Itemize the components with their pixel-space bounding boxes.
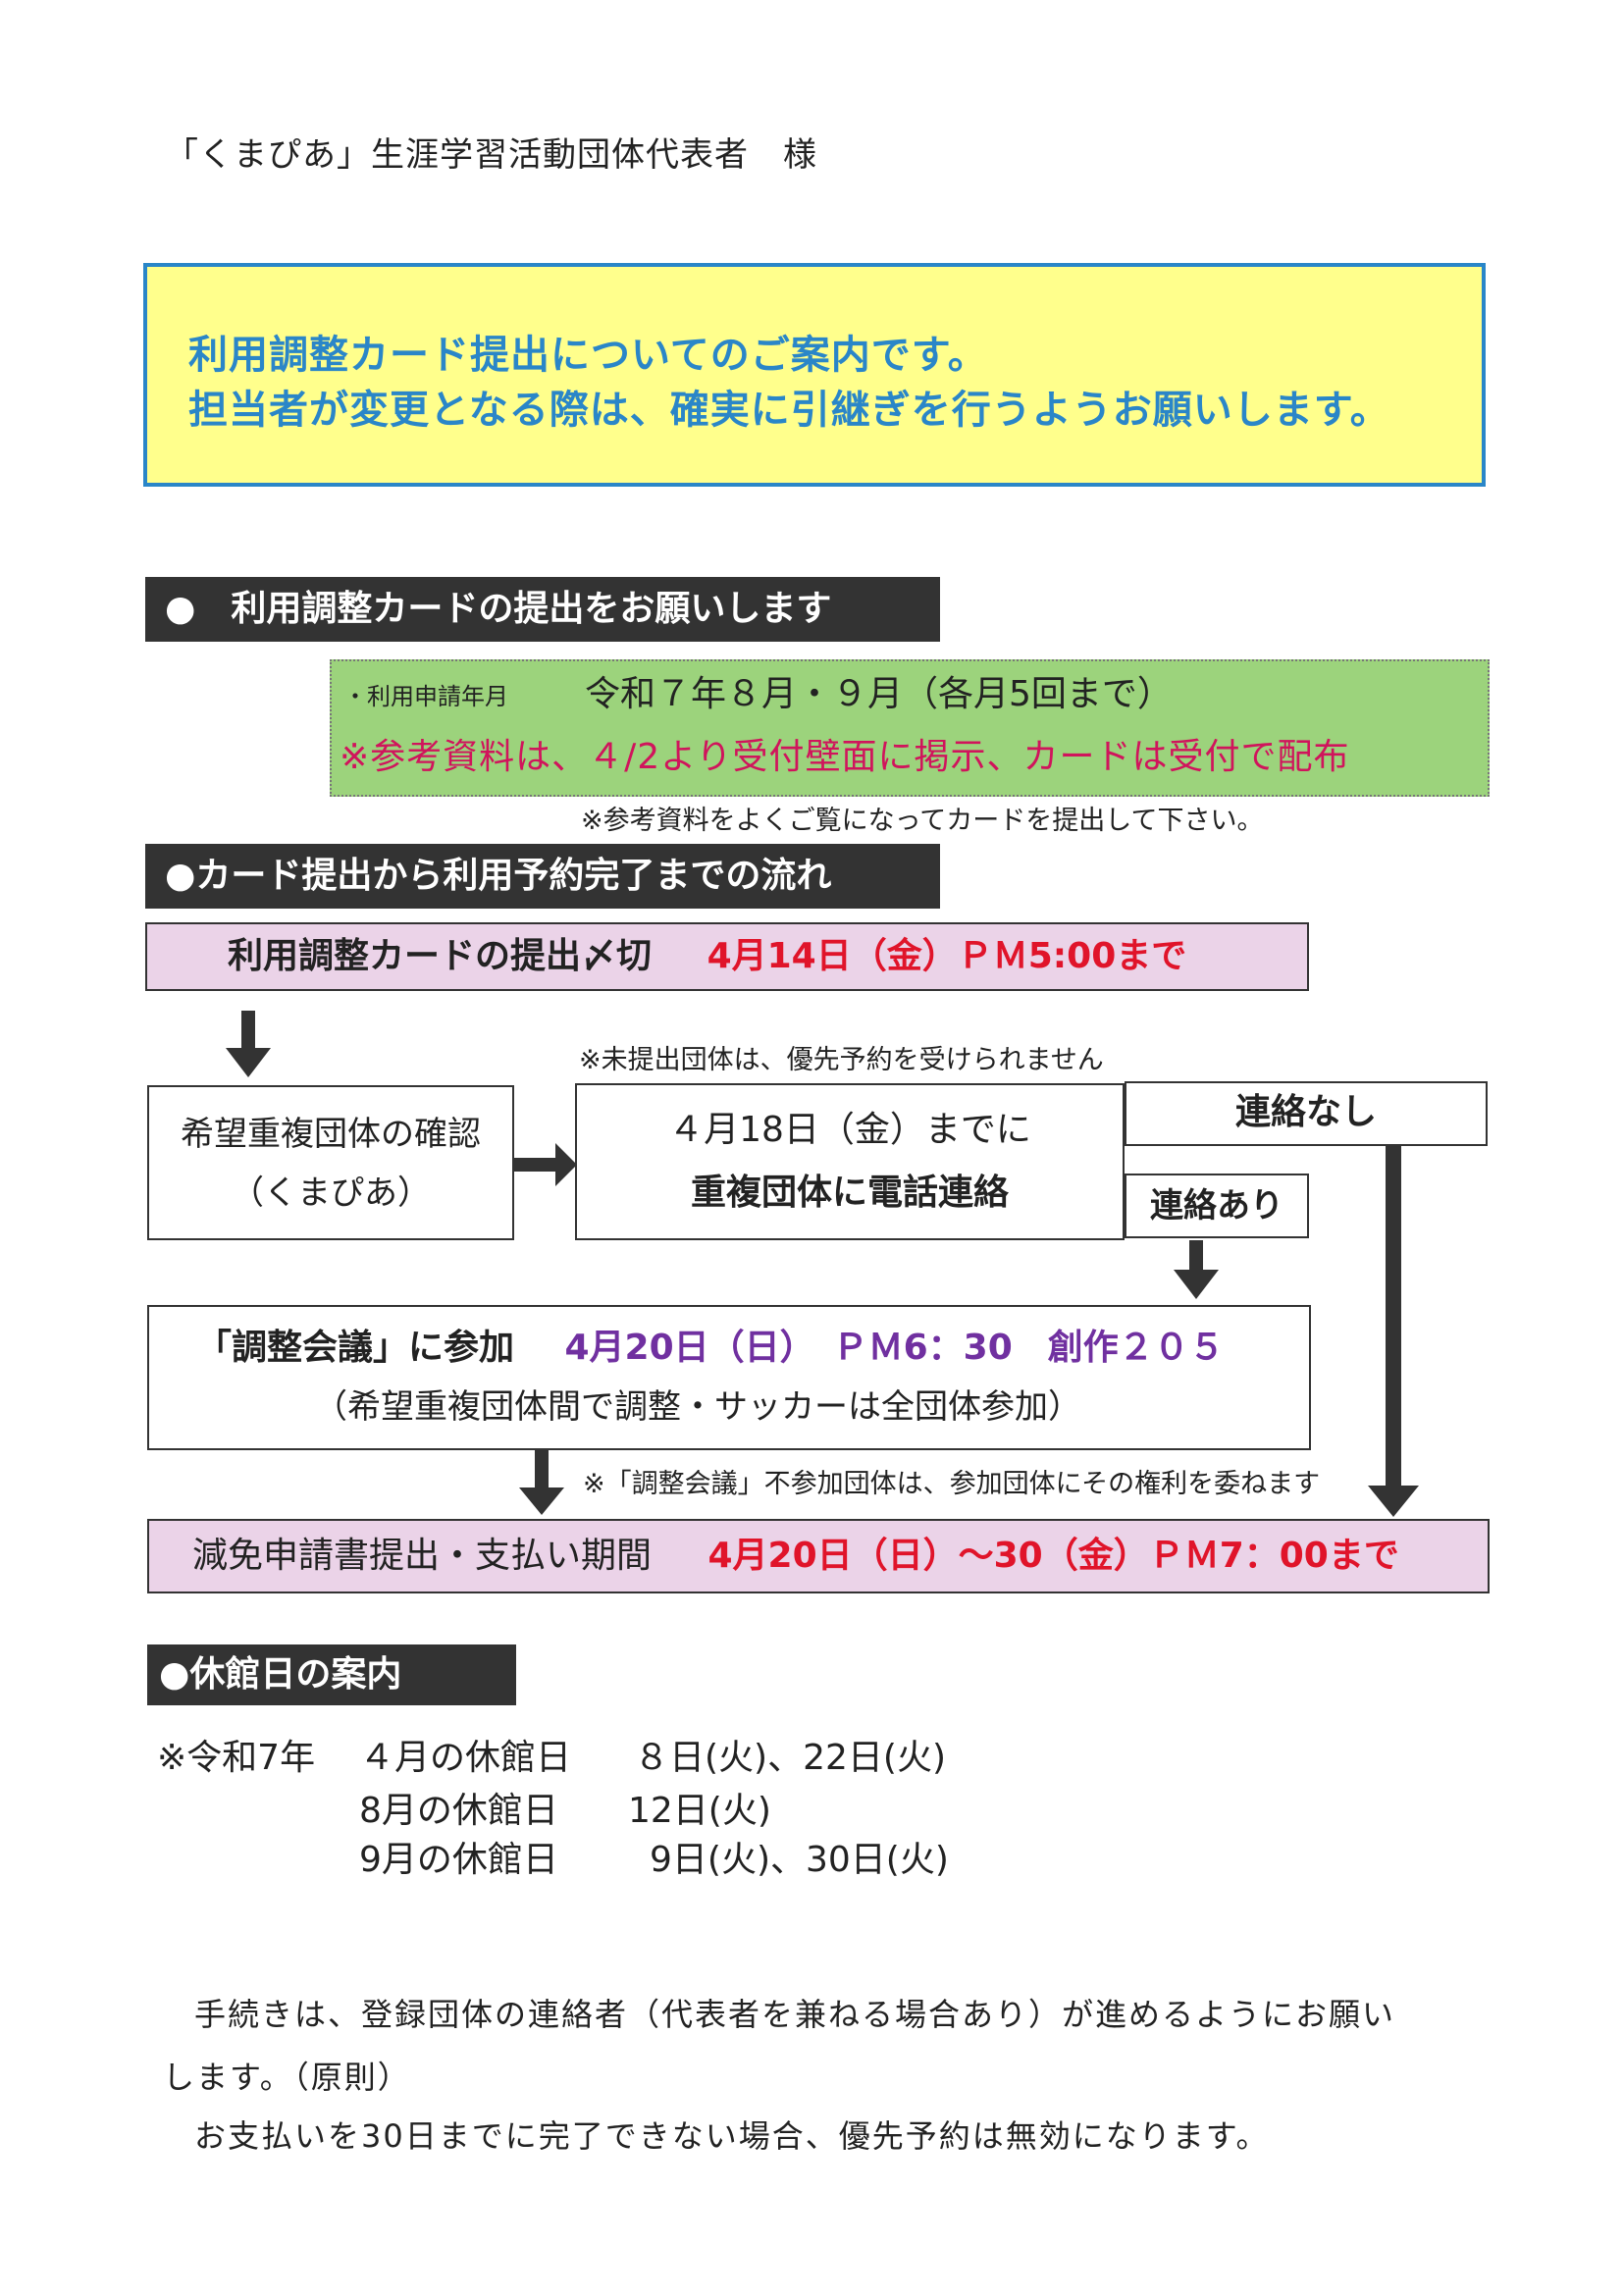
- unsubmitted-note: ※未提出団体は、優先予約を受けられません: [579, 1045, 1104, 1075]
- holiday-days-september: 9日(火)、30日(火): [650, 1840, 949, 1880]
- payment-label: 減免申請書提出・支払い期間: [192, 1536, 653, 1576]
- holiday-days-august: 12日(火): [628, 1791, 771, 1831]
- deadline-label: 利用調整カードの提出〆切: [228, 936, 653, 976]
- holiday-prefix: ※令和7年: [157, 1738, 316, 1778]
- holiday-month-august: 8月の休館日: [359, 1791, 558, 1831]
- phone-contact-box: ４月18日（金）までに 重複団体に電話連絡: [575, 1083, 1125, 1240]
- section-heading-flow: ●カード提出から利用予約完了までの流れ: [145, 844, 940, 909]
- meeting-box: 「調整会議」に参加 4月20日（日） ＰＭ6：30 創作２０５ （希望重複団体間…: [147, 1305, 1311, 1450]
- meeting-label: 「調整会議」に参加: [196, 1328, 515, 1368]
- arrow-down-1: [241, 1011, 255, 1050]
- arrow-right-head: [555, 1143, 577, 1186]
- arrow-right: [514, 1158, 557, 1172]
- arrow-down-meeting-head: [519, 1487, 564, 1515]
- arrow-down-meeting: [535, 1450, 549, 1489]
- apply-info-box: [330, 659, 1490, 797]
- arrow-down-contact: [1189, 1240, 1203, 1272]
- no-contact-box: 連絡なし: [1125, 1081, 1488, 1146]
- arrow-down-contact-head: [1174, 1270, 1219, 1299]
- apply-label: ・利用申請年月: [343, 683, 508, 710]
- arrow-down-1-head: [226, 1048, 271, 1077]
- closing-para-2: お支払いを30日までに完了できない場合、優先予約は無効になります。: [194, 2117, 1270, 2155]
- confirm-line-2: （くまぴあ）: [231, 1174, 431, 1213]
- call-line-1: ４月18日（金）までに: [668, 1110, 1031, 1150]
- deadline-value: 4月14日（金）ＰＭ5:00まで: [707, 936, 1187, 976]
- deadline-bar: 利用調整カードの提出〆切 4月14日（金）ＰＭ5:00まで: [145, 922, 1309, 991]
- absent-note: ※「調整会議」不参加団体は、参加団体にその権利を委ねます: [583, 1469, 1321, 1499]
- reference-note: ※参考資料は、４/2より受付壁面に掲示、カードは受付で配布: [340, 737, 1350, 777]
- holiday-month-april: ４月の休館日: [359, 1738, 572, 1778]
- closing-para-1-line-2: します。（原則）: [163, 2059, 411, 2096]
- payment-bar: 減免申請書提出・支払い期間 4月20日（日）～30（金）ＰＭ7：00まで: [147, 1519, 1490, 1593]
- section-heading-holidays: ●休館日の案内: [147, 1644, 516, 1705]
- holiday-days-april: ８日(火)、22日(火): [634, 1738, 946, 1778]
- notice-box: 利用調整カード提出についてのご案内です。 担当者が変更となる際は、確実に引継ぎを…: [143, 263, 1486, 487]
- notice-line-1: 利用調整カード提出についてのご案内です。: [188, 333, 988, 378]
- contact-box: 連絡あり: [1125, 1174, 1309, 1238]
- meeting-value: 4月20日（日） ＰＭ6：30 創作２０５: [564, 1328, 1225, 1368]
- addressee: 「くまぴあ」生涯学習活動団体代表者 様: [165, 135, 817, 175]
- confirm-line-1: 希望重複団体の確認: [181, 1115, 481, 1154]
- payment-value: 4月20日（日）～30（金）ＰＭ7：00まで: [707, 1536, 1399, 1576]
- reference-sub-note: ※参考資料をよくご覧になってカードを提出して下さい。: [581, 806, 1264, 836]
- arrow-down-no-contact: [1386, 1146, 1401, 1489]
- apply-value: 令和７年８月・９月（各月5回まで）: [585, 674, 1173, 714]
- notice-line-2: 担当者が変更となる際は、確実に引継ぎを行うようお願いします。: [188, 388, 1390, 433]
- closing-para-1-line-1: 手続きは、登録団体の連絡者（代表者を兼ねる場合あり）が進めるようにお願い: [194, 1996, 1396, 2033]
- confirm-box: 希望重複団体の確認 （くまぴあ）: [147, 1085, 514, 1240]
- meeting-sub: （希望重複団体間で調整・サッカーは全団体参加）: [314, 1387, 1081, 1427]
- section-heading-submit: ● 利用調整カードの提出をお願いします: [145, 577, 940, 642]
- holiday-month-september: 9月の休館日: [359, 1840, 558, 1880]
- call-line-2: 重複団体に電話連絡: [690, 1173, 1009, 1213]
- arrow-down-no-contact-head: [1368, 1486, 1419, 1517]
